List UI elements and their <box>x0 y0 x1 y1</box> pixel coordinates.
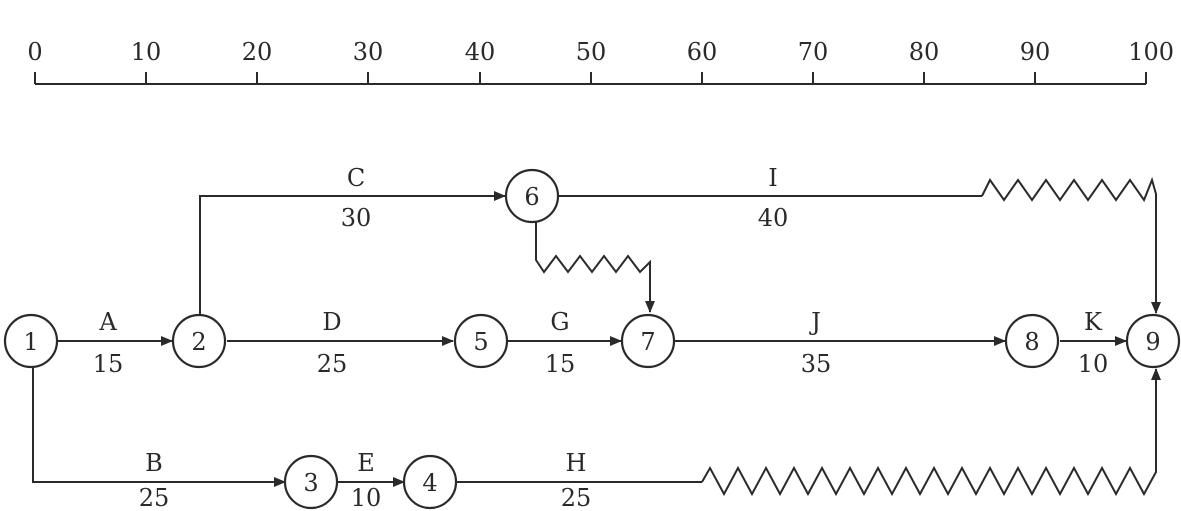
dummy-6-7-float-line <box>535 222 655 313</box>
activity-duration-label: 25 <box>561 484 592 511</box>
activity-name-label: I <box>768 164 777 192</box>
event-node-label: 2 <box>191 328 206 356</box>
event-node-circle <box>620 313 676 369</box>
event-nodes: 1 2 3 4 5 6 7 8 <box>3 168 1181 510</box>
activity-name-label: K <box>1084 308 1103 336</box>
activity-duration-label: 15 <box>93 350 124 378</box>
event-node-9: 9 <box>1125 313 1181 369</box>
activity-duration-label: 10 <box>1078 350 1109 378</box>
event-node-2: 2 <box>171 313 227 369</box>
activity-duration-label: 30 <box>341 204 372 232</box>
event-node-label: 4 <box>422 469 437 497</box>
activity-duration-label: 25 <box>317 350 348 378</box>
time-scale-tick-label: 0 <box>27 38 42 66</box>
event-node-label: 5 <box>473 328 488 356</box>
activity-name-label: H <box>566 449 587 477</box>
activity-name-label: E <box>357 449 375 477</box>
event-node-label: 1 <box>23 328 38 356</box>
activity-name-label: A <box>98 308 117 336</box>
event-node-circle <box>504 168 560 224</box>
event-node-circle <box>3 313 59 369</box>
event-node-circle <box>171 313 227 369</box>
activity-c-arrow <box>199 191 506 314</box>
event-node-label: 6 <box>524 183 539 211</box>
time-scale-tick-label: 100 <box>1128 38 1174 66</box>
activity-name-label: C <box>347 164 365 192</box>
event-node-label: 9 <box>1145 328 1160 356</box>
time-scale-tick-label: 60 <box>687 38 718 66</box>
event-node-8: 8 <box>1004 313 1060 369</box>
activity-labels: A 15 B 25 C 30 D 25 E 10 G 15 H 25 I 40 … <box>93 164 1109 511</box>
free-float-lines <box>535 176 1161 497</box>
event-node-circle <box>1004 313 1060 369</box>
activity-duration-label: 15 <box>545 350 576 378</box>
activity-duration-label: 10 <box>351 484 382 511</box>
event-node-label: 7 <box>640 328 655 356</box>
event-node-circle <box>1125 313 1181 369</box>
activity-name-label: G <box>550 308 569 336</box>
activity-duration-label: 40 <box>758 204 789 232</box>
event-node-label: 8 <box>1024 328 1039 356</box>
time-scale-tick-label: 10 <box>131 38 162 66</box>
time-scale-tick-label: 40 <box>465 38 496 66</box>
time-scale-tick-label: 50 <box>576 38 607 66</box>
activity-arrows <box>32 191 1127 487</box>
activity-duration-label: 35 <box>801 350 832 378</box>
activity-duration-label: 25 <box>139 484 170 511</box>
activity-name-label: J <box>808 308 821 336</box>
time-scale-tick-label: 90 <box>1020 38 1051 66</box>
event-node-4: 4 <box>402 454 458 510</box>
event-node-circle <box>453 313 509 369</box>
activity-name-label: B <box>145 449 163 477</box>
activity-name-label: D <box>322 308 341 336</box>
event-node-6: 6 <box>504 168 560 224</box>
activity-b-arrow <box>32 368 286 487</box>
time-scale-tick-label: 80 <box>909 38 940 66</box>
event-node-label: 3 <box>303 469 318 497</box>
event-node-1: 1 <box>3 313 59 369</box>
activity-i-float-line <box>981 176 1161 314</box>
event-node-3: 3 <box>283 454 339 510</box>
time-scale: 0 10 20 30 40 50 60 70 80 90 100 <box>27 38 1174 85</box>
activity-h-float-line <box>701 368 1161 497</box>
event-node-7: 7 <box>620 313 676 369</box>
event-node-circle <box>402 454 458 510</box>
time-scale-tick-label: 70 <box>798 38 829 66</box>
time-scale-tick-label: 20 <box>242 38 273 66</box>
time-scale-tick-label: 30 <box>353 38 384 66</box>
event-node-circle <box>283 454 339 510</box>
event-node-5: 5 <box>453 313 509 369</box>
